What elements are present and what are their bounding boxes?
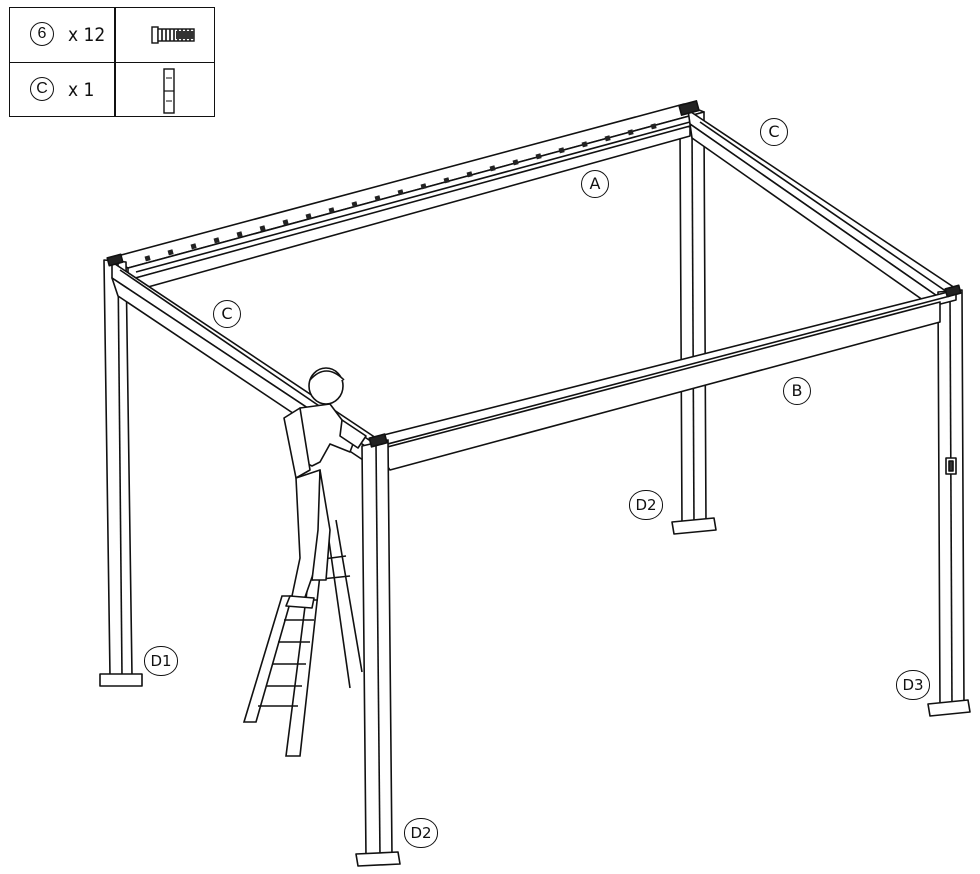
part-id-circle: C [30, 77, 54, 101]
label-post-d2-front: D2 [404, 818, 438, 848]
beam-a [109, 103, 705, 293]
part-quantity: x 1 [68, 79, 95, 101]
parts-table: 6 x 12 C x 1 [9, 7, 215, 117]
label-beam-a: A [581, 170, 609, 198]
beam-c-right [687, 109, 959, 313]
label-beam-b: B [783, 377, 811, 405]
post-d2-back [671, 123, 717, 535]
bracket-c-icon [163, 68, 175, 114]
post-d3 [927, 289, 971, 717]
screw-icon [151, 26, 195, 44]
corner-caps [106, 100, 962, 448]
post-d1 [99, 259, 143, 687]
label-post-d1: D1 [144, 646, 178, 676]
label-post-d3: D3 [896, 670, 930, 700]
label-beam-c-front: C [213, 300, 241, 328]
label-post-d2-back: D2 [629, 490, 663, 520]
parts-row: C x 1 [10, 63, 214, 117]
parts-row: 6 x 12 [10, 8, 214, 63]
part-id-cell: C x 1 [10, 63, 114, 117]
part-quantity: x 12 [68, 24, 106, 46]
label-beam-c-back: C [760, 118, 788, 146]
part-id-cell: 6 x 12 [10, 8, 114, 62]
beam-b [371, 289, 957, 471]
post-d2-front [355, 439, 401, 867]
person-figure [283, 367, 367, 609]
part-id-circle: 6 [30, 22, 54, 46]
